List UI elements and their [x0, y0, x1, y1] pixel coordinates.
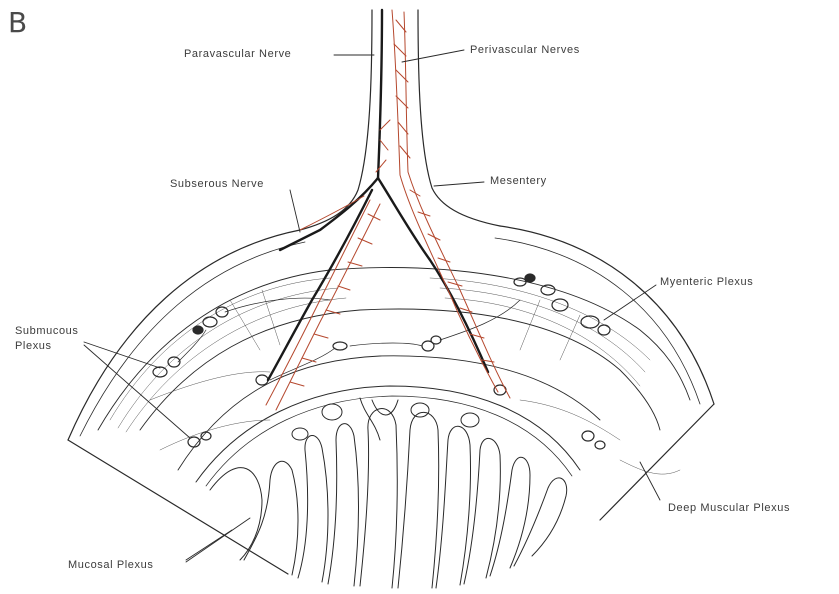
intestinal-wall-sector: [68, 226, 714, 574]
label-mucosal-plexus: Mucosal Plexus: [68, 559, 153, 572]
leader-perivascular: [402, 50, 464, 62]
label-mesentery: Mesentery: [490, 175, 547, 188]
perivascular-nerves: [266, 10, 510, 410]
leader-mesentery: [434, 182, 484, 186]
label-myenteric-plexus: Myenteric Plexus: [660, 276, 753, 289]
leader-mucosal-b: [186, 518, 250, 562]
leader-subserous: [290, 190, 300, 232]
label-subserous-nerve: Subserous Nerve: [170, 178, 264, 191]
panel-label: B: [8, 8, 27, 38]
label-paravascular-nerve: Paravascular Nerve: [184, 48, 291, 61]
leader-mucosal-a: [186, 530, 232, 560]
label-perivascular-nerves: Perivascular Nerves: [470, 44, 580, 57]
leader-lines: [84, 50, 660, 562]
label-submucous-plexus-line2: Plexus: [15, 340, 52, 353]
ganglia: [153, 274, 610, 449]
paravascular-nerve-trunk: [268, 10, 488, 380]
label-submucous-plexus-line1: Submucous: [15, 325, 79, 338]
mesentery-stalk: [300, 10, 500, 230]
leader-deep-muscular: [640, 462, 660, 500]
label-deep-muscular-plexus: Deep Muscular Plexus: [668, 502, 790, 515]
